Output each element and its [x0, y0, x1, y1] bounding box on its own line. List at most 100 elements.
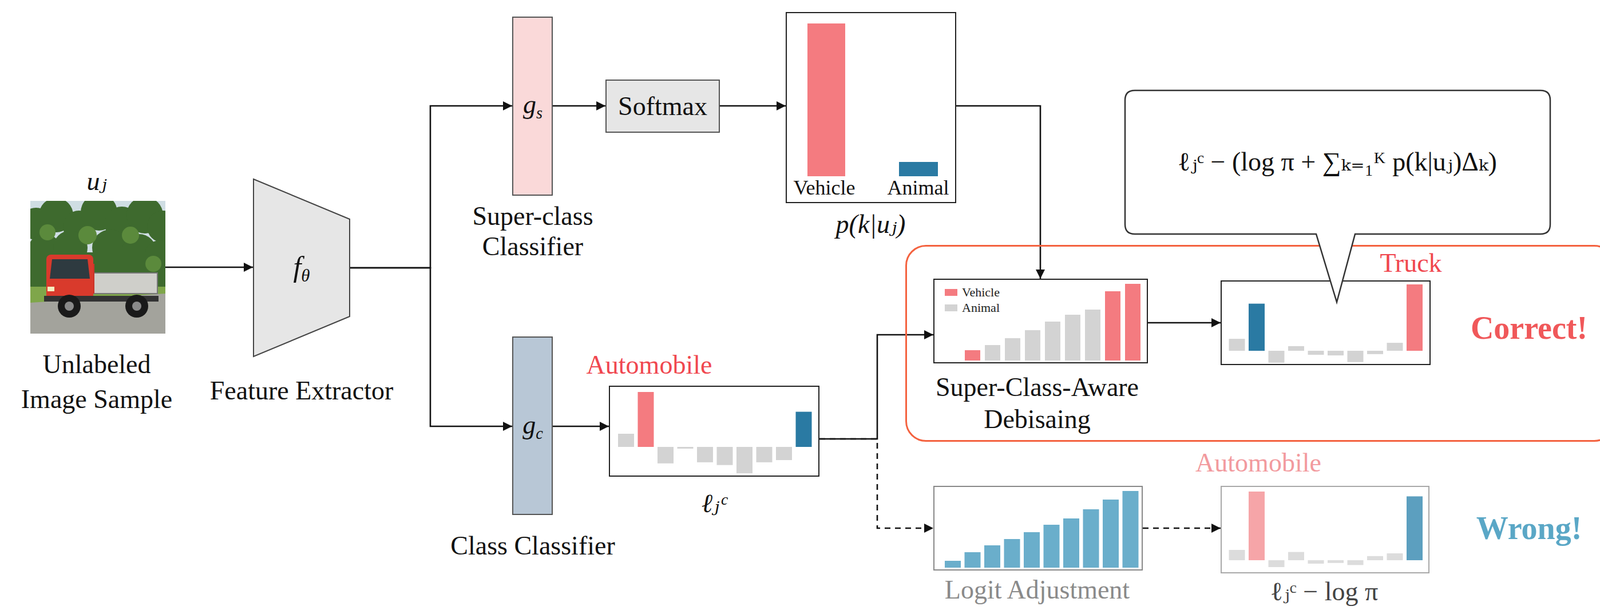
chart-bar — [1268, 350, 1285, 363]
logit-chart: Automobileℓⱼᶜ — [608, 385, 820, 477]
chart-bar — [964, 552, 981, 568]
chart-bar — [944, 560, 961, 568]
truck-cab — [46, 254, 94, 302]
debias-region: Correct! Super-Class-Aware Debisaing Vehic… — [905, 244, 1600, 442]
chart-bar — [1308, 560, 1325, 564]
flow-arrow — [1147, 322, 1221, 324]
callout-shape — [1125, 90, 1551, 303]
classifier-symbol: gc — [512, 409, 553, 444]
chart-bar — [775, 446, 792, 461]
verdict-label: Correct! — [1463, 309, 1595, 348]
softmax-box: Softmax — [605, 79, 720, 133]
adjusted-logits: Automobileℓⱼᶜ − log π — [1220, 485, 1430, 574]
sample-symbol: uⱼ — [62, 165, 132, 197]
prediction-label: Automobile — [1183, 446, 1333, 479]
chart-bar — [1044, 321, 1061, 361]
chart-bar — [1288, 346, 1305, 351]
debias-formula: ℓⱼᶜ − (log π + ∑ₖ₌₁ᴷ p(k|uⱼ)Δₖ) — [1108, 145, 1567, 178]
hub — [132, 301, 142, 311]
class-classifier: gcClass Classifier — [512, 336, 553, 516]
flow-arrow — [819, 334, 934, 439]
extractor-symbol: fθ — [267, 249, 336, 287]
formula-callout: ℓⱼᶜ − (log π + ∑ₖ₌₁ᴷ p(k|uⱼ)Δₖ) — [1124, 89, 1551, 235]
chart-bar — [1084, 309, 1101, 361]
chart-bar — [1125, 283, 1141, 361]
chart-bar — [1024, 330, 1041, 361]
symbol-base: g — [522, 410, 536, 440]
chart-bar — [964, 350, 981, 361]
chart-bar — [1122, 490, 1139, 568]
chart-bar — [1288, 552, 1305, 561]
legend-text: Animal — [961, 300, 1000, 316]
chart-caption: ℓⱼᶜ — [674, 487, 755, 520]
chart-bar — [717, 446, 734, 466]
chart-bar — [1102, 499, 1119, 568]
bar-plot — [1221, 486, 1429, 573]
bar-plot — [1221, 281, 1429, 364]
legend-text: Vehicle — [961, 284, 1000, 300]
chart-bar — [677, 446, 694, 449]
windshield — [49, 259, 90, 279]
chart-bar — [696, 446, 714, 463]
legend-row: Vehicle — [944, 284, 1000, 300]
chart-bar — [1367, 556, 1384, 561]
symbol-subscript: θ — [301, 265, 310, 286]
classifier-caption: Class Classifier — [424, 529, 642, 562]
feature-extractor: fθFeature Extractor — [252, 178, 351, 358]
truck-photo — [30, 200, 166, 334]
prediction-label: Truck — [1368, 247, 1455, 279]
image-caption: Unlabeled Image Sample — [13, 347, 180, 417]
legend-swatch — [944, 288, 958, 296]
bar-plot — [934, 486, 1142, 569]
classifier-symbol: gs — [512, 88, 553, 124]
trapezoid-shape — [253, 179, 350, 357]
chart-bar — [898, 161, 938, 177]
flow-arrow — [165, 266, 253, 269]
chart-bar — [1229, 338, 1246, 351]
chart-bar — [1367, 350, 1384, 355]
chart-bar — [1248, 491, 1265, 561]
chart-bar — [1347, 350, 1364, 363]
chart-bar — [1043, 524, 1060, 568]
classifier-caption: Super-class Classifier — [446, 201, 619, 263]
debias-caption: Super-Class-Aware Debisaing — [917, 370, 1158, 435]
chart-bar — [795, 412, 813, 447]
flow-arrow — [819, 438, 934, 529]
chart-bar — [1083, 509, 1100, 568]
chart-bar — [1387, 553, 1404, 561]
chart-bar — [807, 23, 846, 177]
headlight — [47, 286, 55, 292]
wheel — [57, 294, 81, 318]
bar-plot — [610, 386, 818, 475]
chart-bar — [1387, 342, 1404, 351]
chart-bar — [1406, 496, 1423, 561]
flow-arrow — [552, 105, 606, 108]
chart-bar — [756, 446, 773, 463]
chart-bar — [984, 345, 1001, 361]
chart-bar — [1406, 284, 1423, 351]
adjustment-caption: Logit Adjustment — [923, 573, 1152, 606]
chart-bar — [1308, 350, 1325, 355]
chart-bar — [736, 446, 753, 474]
chart-bar — [1004, 338, 1021, 361]
image-sample: uⱼUnlabeled Image Sample — [30, 200, 166, 334]
road — [30, 293, 166, 334]
legend-swatch — [944, 304, 958, 312]
flow-arrow — [719, 105, 786, 108]
chart-bar — [638, 391, 655, 447]
flow-arrow — [552, 425, 609, 428]
chart-bar — [1064, 314, 1081, 361]
chart-bar — [618, 433, 635, 447]
flow-arrow — [1142, 527, 1221, 530]
chart-bar — [1063, 518, 1080, 568]
softmax-label: Softmax — [576, 90, 749, 122]
legend-row: Animal — [944, 299, 1000, 316]
logit-adjustment-box: Logit Adjustment — [933, 485, 1143, 571]
truck-bed — [89, 272, 158, 294]
chart-caption: p(k|uⱼ) — [802, 208, 940, 240]
wheel — [125, 294, 149, 318]
symbol-base: f — [292, 250, 302, 283]
extractor-caption: Feature Extractor — [192, 374, 411, 407]
axis-label: Animal — [881, 175, 956, 201]
